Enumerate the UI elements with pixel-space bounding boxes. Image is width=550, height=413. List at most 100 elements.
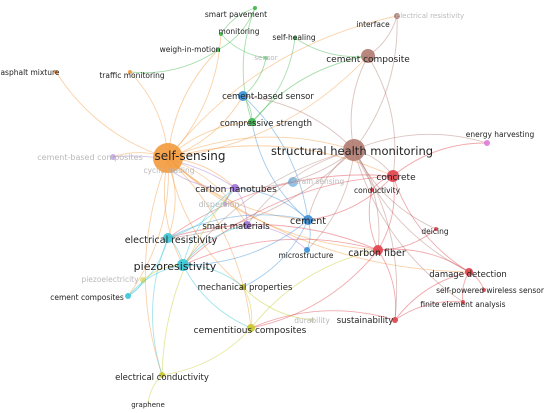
node-cement-based-sensor[interactable] <box>238 91 248 101</box>
edge-shm-carbon-nanotubes <box>234 149 355 189</box>
node-carbon-fiber[interactable] <box>373 245 383 255</box>
node-piezoresistivity[interactable] <box>177 259 189 271</box>
label-compressive-strength: compressive strength <box>220 119 312 129</box>
edge-shm-cement-based-sensor <box>242 95 355 151</box>
label-traffic-monitoring: traffic monitoring <box>99 71 165 80</box>
node-energy-harvesting[interactable] <box>484 140 490 146</box>
node-cementitious-composites[interactable] <box>247 324 255 332</box>
node-self-healing[interactable] <box>293 36 297 40</box>
label-damage-detection: damage detection <box>429 270 507 280</box>
edge-concrete-damage-detection <box>392 175 470 273</box>
label-blue-faint: strain sensing <box>292 177 345 186</box>
edge-piezoresistivity-cement-composites <box>127 264 184 297</box>
node-asphalt-mixture[interactable] <box>54 70 58 74</box>
edge-carbon-fiber-damage-detection <box>377 248 470 273</box>
node-blue-faint[interactable] <box>288 177 298 187</box>
label-brown-faint: electrical resistivity <box>396 12 464 20</box>
node-sensor[interactable] <box>264 56 268 60</box>
node-electrical-resistivity[interactable] <box>163 233 173 243</box>
edge-compressive-strength-self-healing <box>251 37 296 123</box>
node-self-powered-wireless-sensor[interactable] <box>482 288 486 292</box>
edge-shm-finite-element-analysis <box>353 149 464 303</box>
edge-concrete-energy-harvesting <box>392 142 488 177</box>
node-compressive-strength[interactable] <box>248 118 256 126</box>
label-shm: structural health monitoring <box>271 144 433 158</box>
edge-conductivity-carbon-fiber <box>368 189 379 251</box>
edge-cement-mechanical-properties <box>242 219 309 288</box>
edge-piezoresistivity-cementitious-composites <box>182 264 252 329</box>
edge-self-sensing-electrical-conductivity <box>144 157 169 376</box>
edge-self-sensing-cement <box>167 157 309 221</box>
label-sustainability: sustainability <box>337 316 394 326</box>
edge-layer <box>55 7 488 405</box>
edge-self-sensing-cementitious-composites <box>167 157 252 329</box>
node-electrical-conductivity[interactable] <box>159 372 165 378</box>
edge-compressive-strength-cement-composite <box>251 55 369 123</box>
node-cement-based-composites[interactable] <box>110 154 116 160</box>
edge-shm-damage-detection <box>353 149 470 273</box>
node-damage-detection[interactable] <box>465 268 473 276</box>
node-cement[interactable] <box>303 215 313 225</box>
edge-self-healing-cement-composite <box>294 37 369 58</box>
label-energy-harvesting: energy harvesting <box>466 130 535 139</box>
edge-shm-sustainability <box>353 149 398 321</box>
node-durability[interactable] <box>310 318 314 322</box>
label-sensor: sensor <box>254 54 277 62</box>
node-conductivity[interactable] <box>370 188 374 192</box>
node-layer <box>54 6 490 378</box>
node-self-sensing[interactable] <box>153 143 183 173</box>
edge-damage-detection-sustainability <box>394 271 470 321</box>
edge-shm-microstructure <box>306 149 355 251</box>
edge-sustainability-cementitious-composites <box>250 310 396 329</box>
edge-cementitious-composites-carbon-fiber <box>250 249 379 329</box>
edge-self-sensing-cement-composite <box>167 55 369 159</box>
edge-carbon-fiber-piezoresistivity <box>182 238 379 266</box>
node-concrete[interactable] <box>387 170 399 182</box>
edge-weigh-in-motion-traffic-monitoring <box>129 49 219 74</box>
label-durability: durability <box>294 316 330 325</box>
edge-self-sensing-mechanical-properties <box>167 157 244 288</box>
label-finite-element-analysis: finite element analysis <box>420 300 505 309</box>
node-interface[interactable] <box>394 13 400 19</box>
node-carbon-nanotubes[interactable] <box>231 184 239 192</box>
node-mechanical-properties[interactable] <box>240 284 246 290</box>
node-smart-materials[interactable] <box>243 221 251 229</box>
node-microstructure[interactable] <box>304 247 310 253</box>
node-monitoring[interactable] <box>219 32 223 36</box>
edge-self-sensing-asphalt-mixture <box>55 71 169 159</box>
label-cement-based-composites: cement-based composites <box>37 153 143 162</box>
edge-self-sensing-cement-composites <box>127 157 169 297</box>
edge-cement-compressive-strength <box>251 121 309 221</box>
edge-concrete-cement <box>307 175 394 221</box>
edge-shm-piezoresistivity <box>182 149 355 266</box>
label-microstructure: microstructure <box>278 251 333 260</box>
node-piezoelectric[interactable] <box>140 277 146 283</box>
edge-shm-energy-harvesting <box>353 133 488 151</box>
node-deicing[interactable] <box>434 227 438 231</box>
node-smart-pavement[interactable] <box>253 6 257 10</box>
edge-cementitious-composites-electrical-conductivity <box>161 327 252 376</box>
edge-shm-deicing <box>353 149 437 230</box>
edge-self-sensing-carbon-fiber <box>167 157 379 251</box>
node-cement-composite[interactable] <box>361 49 375 63</box>
label-weigh-in-motion: weigh-in-motion <box>160 45 221 54</box>
edge-carbon-fiber-sustainability <box>377 249 397 321</box>
label-piezoelectric: piezoelectricity <box>81 275 139 284</box>
node-sustainability[interactable] <box>392 317 398 323</box>
node-weigh-in-motion[interactable] <box>216 48 220 52</box>
label-deicing: deicing <box>421 227 448 236</box>
node-cement-composites[interactable] <box>125 293 131 299</box>
node-dispersion[interactable] <box>223 202 227 206</box>
edge-concrete-electrical-resistivity <box>167 174 394 239</box>
label-asphalt-mixture: asphalt mixture <box>0 68 59 77</box>
edge-sensor-cement-based-sensor <box>242 57 267 97</box>
node-finite-element-analysis[interactable] <box>461 300 465 304</box>
edge-cement-piezoresistivity <box>182 219 309 266</box>
node-shm[interactable] <box>343 139 365 161</box>
edge-concrete-carbon-fiber <box>377 175 395 251</box>
node-traffic-monitoring[interactable] <box>128 70 132 74</box>
edge-electrical-resistivity-carbon-nanotubes <box>167 187 236 239</box>
edge-concrete-piezoresistivity <box>182 175 394 266</box>
